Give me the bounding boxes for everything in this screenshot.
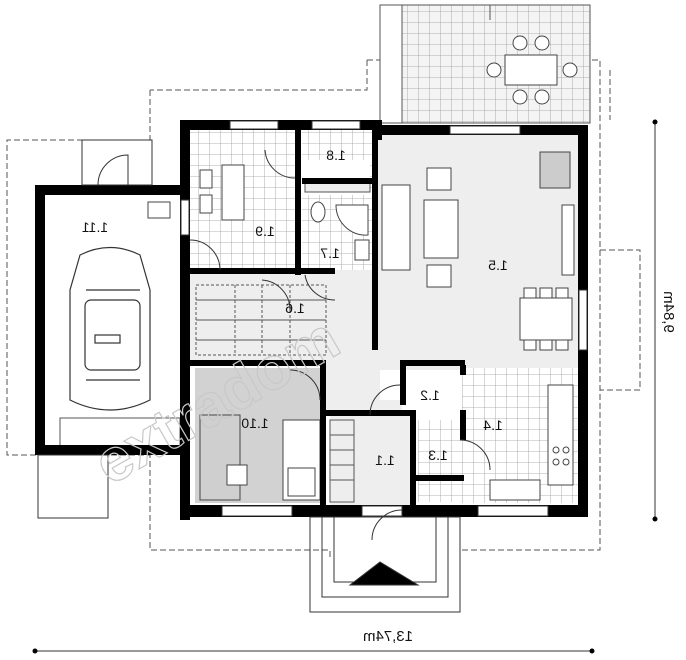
room-labels: 1.11 1.9 1.8 1.7 1.6 1.5 1.10 1.2 1.4 1.…	[82, 147, 508, 468]
room-label-1-9: 1.9	[255, 223, 275, 239]
windows	[180, 120, 588, 517]
dimension-depth: 9,84m	[652, 119, 677, 522]
furniture	[147, 151, 575, 501]
doors	[81, 139, 491, 541]
room-label-1-11: 1.11	[82, 219, 108, 235]
room-label-1-10: 1.10	[241, 415, 268, 431]
stairs	[195, 284, 355, 503]
room-label-1-2: 1.2	[420, 387, 440, 403]
car	[69, 246, 151, 411]
entrance-porch	[37, 454, 461, 613]
depth-dimension-label: 9,84m	[660, 291, 677, 333]
terrace	[379, 4, 591, 124]
room-label-1-6: 1.6	[285, 300, 305, 316]
room-label-1-7: 1.7	[320, 245, 340, 261]
room-label-1-8: 1.8	[326, 147, 346, 163]
room-label-1-3: 1.3	[428, 447, 448, 463]
room-label-1-4: 1.4	[483, 417, 503, 433]
room-label-1-1: 1.1	[375, 452, 395, 468]
width-dimension-label: 13,74m	[363, 628, 413, 645]
dimension-width: 13,74m	[32, 628, 595, 654]
room-label-1-5: 1.5	[488, 257, 508, 273]
